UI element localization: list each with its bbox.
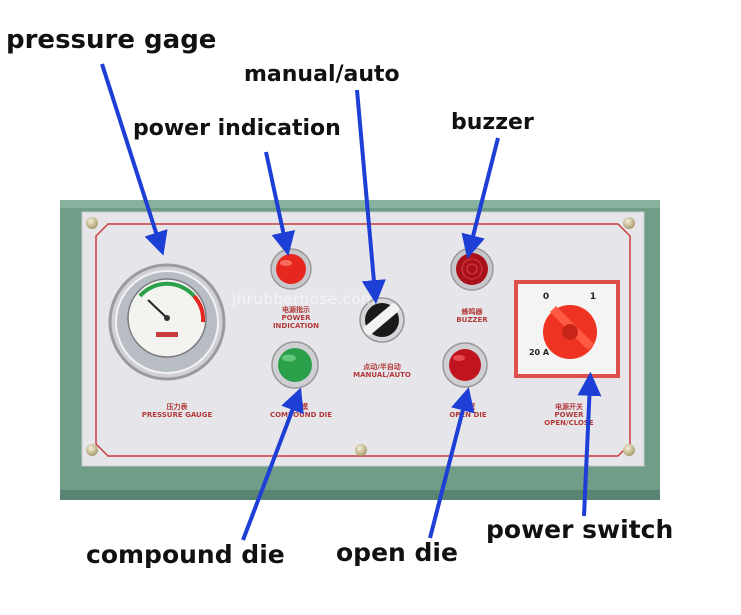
switch-rating: 20 A	[528, 348, 550, 357]
power-indication-plate: 电源指示 POWER INDICATION	[272, 306, 320, 331]
callout-compound-die: compound die	[86, 540, 285, 569]
watermark: jhrubberhose.com	[232, 290, 377, 308]
switch-position-on: 1	[589, 292, 597, 302]
pressure-gauge	[108, 263, 226, 381]
callout-open-die: open die	[336, 538, 458, 567]
compound-die-lamp	[271, 341, 319, 389]
callout-buzzer: buzzer	[451, 110, 534, 135]
power-indication-lamp	[270, 248, 312, 290]
buzzer-plate: 蜂鸣器 BUZZER	[456, 308, 488, 325]
power-switch	[514, 280, 620, 378]
compound-die-plate: 合模 COMPOUND DIE	[269, 403, 333, 420]
open-die-plate: 开模 OPEN DIE	[449, 403, 487, 420]
pressure-gauge-plate: 压力表 PRESSURE GAUGE	[141, 403, 213, 420]
panel-screw	[623, 217, 635, 229]
callout-pressure-gage: pressure gage	[6, 25, 217, 55]
panel-screw	[86, 444, 98, 456]
panel-screw	[623, 444, 635, 456]
switch-position-off: 0	[542, 292, 550, 302]
panel-screw	[86, 217, 98, 229]
callout-power-indication: power indication	[133, 116, 341, 141]
callout-manual-auto: manual/auto	[244, 62, 400, 87]
power-switch-plate: 电源开关 POWER OPEN/CLOSE	[544, 403, 594, 428]
buzzer	[450, 247, 494, 291]
open-die-lamp	[442, 342, 488, 388]
control-panel-photo: 压力表 PRESSURE GAUGE 电源指示 POWER INDICATION…	[60, 200, 660, 500]
callout-power-switch: power switch	[486, 515, 674, 544]
manual-auto-plate: 点动/半自动 MANUAL/AUTO	[353, 363, 411, 380]
manual-auto-selector	[359, 297, 405, 343]
panel-screw	[355, 444, 367, 456]
